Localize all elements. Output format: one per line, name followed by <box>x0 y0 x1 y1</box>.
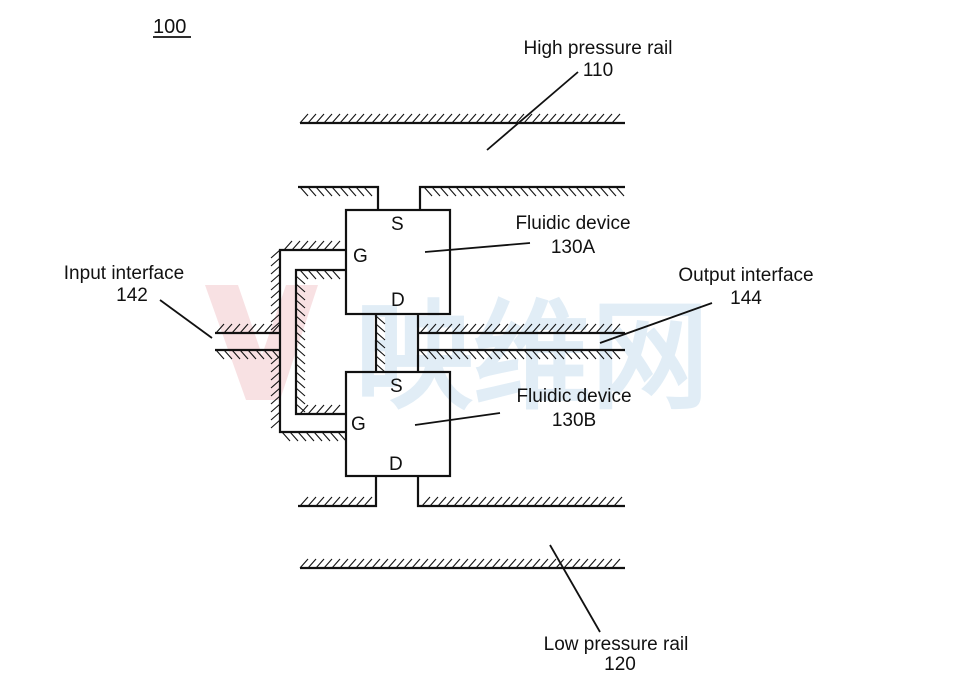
gate-inner-hatch <box>295 275 306 413</box>
gate-channel-network <box>215 248 346 434</box>
leader-input <box>159 299 213 339</box>
leader-device-a <box>424 242 531 253</box>
drain-source-channel <box>374 314 420 372</box>
output-lower-hatch <box>419 349 621 360</box>
upper-wall-right-hatch <box>423 186 625 197</box>
device-a-label: Fluidic device <box>515 213 630 234</box>
output-upper-hatch <box>419 323 621 334</box>
device-b-drain-terminal: D <box>389 454 403 475</box>
output-channel <box>418 331 625 352</box>
drain-channel-hatch <box>375 315 386 373</box>
fluidic-device-130b: S G D <box>344 370 452 478</box>
low-rail-hatch <box>299 558 621 569</box>
leader-lines <box>159 71 713 633</box>
device-b-source-terminal: S <box>390 376 403 397</box>
input-lower-hatch <box>215 349 281 360</box>
watermark-logo-shape <box>205 285 318 400</box>
leader-output <box>599 302 713 344</box>
gate-inner-upper-hatch <box>299 269 341 280</box>
gate-outer-upper-hatch <box>270 249 281 331</box>
watermark-text: 映维网 <box>355 288 709 426</box>
low-rail-label: Low pressure rail <box>544 634 689 655</box>
leader-device-b <box>414 412 501 426</box>
high-rail-hatch <box>299 113 621 124</box>
upper-wall-left-hatch <box>299 186 373 197</box>
output-interface-label: Output interface <box>678 265 813 286</box>
leader-low-rail <box>549 544 601 633</box>
gate-lower-hatch <box>281 431 347 442</box>
input-interface-ref: 142 <box>116 285 148 306</box>
fluidic-device-130b-body <box>344 370 452 478</box>
upper-channel-wall <box>298 185 625 210</box>
hatched-walls <box>215 113 625 569</box>
lower-wall-left-hatch <box>299 496 373 507</box>
gate-upper-hatch <box>283 240 341 251</box>
leader-high-rail <box>486 71 579 151</box>
device-b-label: Fluidic device <box>516 386 631 407</box>
gate-inner-lower-hatch <box>299 404 341 415</box>
high-rail-label: High pressure rail <box>524 38 673 59</box>
lower-channel-wall <box>298 476 625 508</box>
high-rail-ref: 110 <box>583 60 613 81</box>
device-a-ref: 130A <box>551 237 596 258</box>
device-a-gate-terminal: G <box>353 246 368 267</box>
device-b-ref: 130B <box>552 410 596 431</box>
input-interface-label: Input interface <box>64 263 184 284</box>
input-upper-hatch <box>215 323 281 334</box>
output-interface-ref: 144 <box>730 288 762 309</box>
figure-number: 100 <box>153 16 186 38</box>
fluidic-device-130a: S G D <box>344 208 452 316</box>
lower-wall-right-hatch <box>421 496 623 507</box>
gate-outer-lower-hatch <box>270 355 281 429</box>
fluidic-device-130a-body <box>344 208 452 316</box>
low-rail-ref: 120 <box>604 654 636 673</box>
device-a-source-terminal: S <box>391 214 404 235</box>
labels: High pressure rail 110 Fluidic device 13… <box>64 38 814 673</box>
device-a-drain-terminal: D <box>391 290 405 311</box>
device-b-gate-terminal: G <box>351 414 366 435</box>
watermark: 映维网 <box>205 285 709 426</box>
